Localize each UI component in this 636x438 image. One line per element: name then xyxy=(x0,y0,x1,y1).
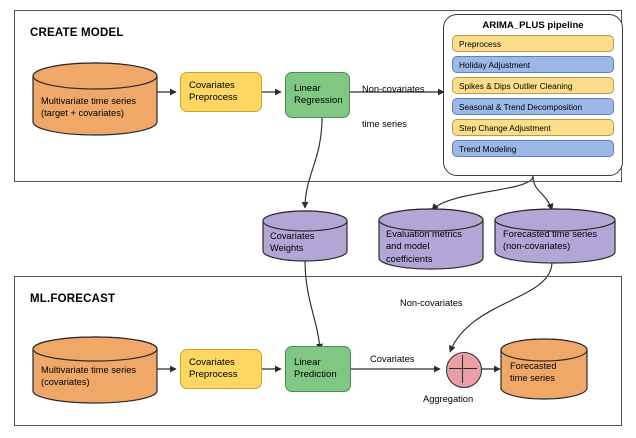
store-line2: (target + covariates) xyxy=(41,108,124,119)
store-line1: Forecasted xyxy=(510,361,557,371)
create-model-covariates-preprocess[interactable]: Covariates Preprocess xyxy=(180,72,262,112)
edge-line2: time series xyxy=(362,119,407,130)
store-line2: time series xyxy=(510,373,555,384)
store-line1: Multivariate time series xyxy=(41,96,137,106)
pipeline-step-seasonal-trend-decomposition[interactable]: Seasonal & Trend Decomposition xyxy=(452,98,614,115)
box-line2: Regression xyxy=(294,95,343,106)
edge-label-covariates: Covariates xyxy=(370,354,415,364)
edge-label-non-covariates: Non-covariates xyxy=(400,298,463,308)
store-line1: Multivariate time series xyxy=(41,365,137,375)
ml-forecast-linear-prediction[interactable]: Linear Prediction xyxy=(285,346,351,392)
box-line2: Preprocess xyxy=(189,92,238,103)
ml-forecast-covariates-preprocess[interactable]: Covariates Preprocess xyxy=(180,349,262,389)
pipeline-step-trend-modeling[interactable]: Trend Modeling xyxy=(452,140,614,157)
artifact-line1: Evaluation metrics xyxy=(386,229,462,239)
pipeline-step-preprocess[interactable]: Preprocess xyxy=(452,35,614,52)
artifact-forecasted-non-covariates: Forecasted time series (non-covariates) xyxy=(494,208,616,264)
aggregation-plus-circle-icon[interactable] xyxy=(446,352,482,388)
create-model-linear-regression[interactable]: Linear Regression xyxy=(285,72,350,118)
pipeline-step-spikes-dips-outlier-cleaning[interactable]: Spikes & Dips Outlier Cleaning xyxy=(452,77,614,94)
box-line2: Prediction xyxy=(294,369,337,380)
artifact-evaluation-metrics: Evaluation metrics and model coefficient… xyxy=(378,208,484,270)
edge-line1: Non-covariates xyxy=(362,84,425,95)
box-line1: Linear xyxy=(294,356,321,368)
box-line2: Preprocess xyxy=(189,369,238,380)
box-line1: Covariates xyxy=(189,79,235,91)
create-model-title: CREATE MODEL xyxy=(30,27,124,39)
box-line1: Covariates xyxy=(189,356,235,368)
artifact-line2: Weights xyxy=(270,243,304,254)
aggregation-label: Aggregation xyxy=(423,394,474,404)
ml-forecast-section xyxy=(14,276,622,426)
artifact-line2: (non-covariates) xyxy=(503,241,571,252)
artifact-line2: and model xyxy=(386,241,430,252)
ml-forecast-output-store: Forecasted time series xyxy=(500,338,588,400)
artifact-covariates-weights: Covariates Weights xyxy=(262,210,348,262)
ml-forecast-title: ML.FORECAST xyxy=(30,293,116,305)
pipeline-step-step-change-adjustment[interactable]: Step Change Adjustment xyxy=(452,119,614,136)
edge-label-non-covariates-time-series: Non-covariates time series xyxy=(362,61,425,142)
artifact-line1: Covariates xyxy=(270,231,315,241)
box-line1: Linear xyxy=(294,82,321,94)
ml-forecast-input-store: Multivariate time series (covariates) xyxy=(32,336,158,404)
artifact-line3: coefficients xyxy=(386,253,433,264)
store-line2: (covariates) xyxy=(41,377,90,388)
pipeline-title: ARIMA_PLUS pipeline xyxy=(482,20,584,31)
create-model-input-store: Multivariate time series (target + covar… xyxy=(32,62,158,136)
pipeline-step-holiday-adjustment[interactable]: Holiday Adjustment xyxy=(452,56,614,73)
artifact-line1: Forecasted time series xyxy=(503,229,598,239)
